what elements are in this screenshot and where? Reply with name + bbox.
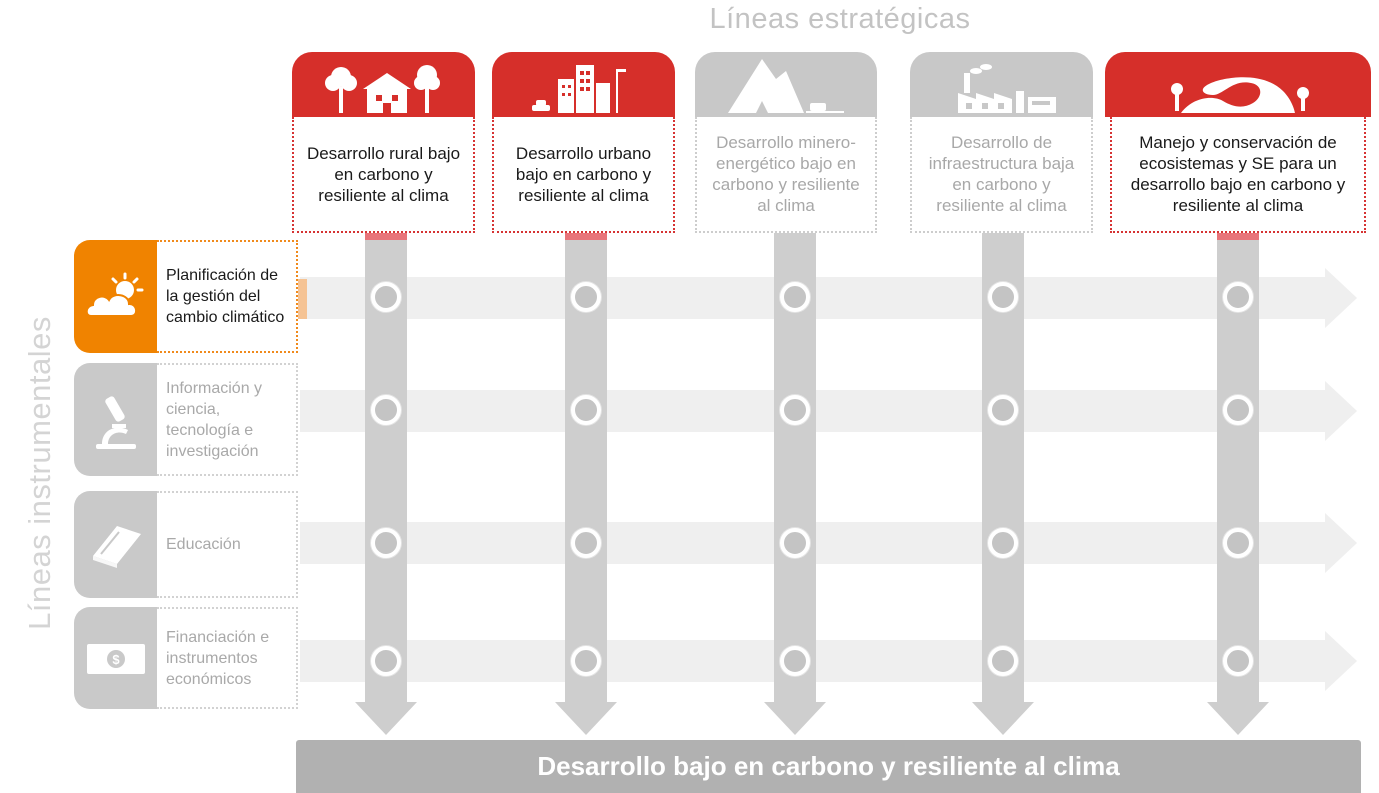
intersection-node-r4-c3	[780, 646, 810, 676]
strategic-card-label-5: Manejo y conservación de ecosistemas y S…	[1130, 133, 1346, 215]
instrumental-row-icon-3	[74, 491, 157, 598]
instrumental-row-label-4: Financiación e instrumentos económicos	[166, 628, 270, 688]
rural-house-trees-icon	[324, 65, 440, 113]
vertical-track-2	[565, 237, 607, 702]
intersection-node-r2-c5	[1223, 395, 1253, 425]
strategic-card-label-1: Desarrollo rural bajo en carbono y resil…	[306, 143, 461, 205]
instrumental-row-label-2: Información y ciencia, tecnología e inve…	[166, 379, 263, 460]
instrumental-row-4[interactable]: Financiación e instrumentos económicos	[157, 607, 298, 709]
vertical-track-cap-5	[1217, 232, 1259, 240]
horizontal-track-arrow-2	[1325, 381, 1357, 441]
intersection-node-r2-c1	[371, 395, 401, 425]
mountain-mine-cart-icon	[728, 59, 844, 113]
strategic-card-header-4	[910, 52, 1093, 117]
intersection-node-r3-c5	[1223, 528, 1253, 558]
strategic-card-2[interactable]: Desarrollo urbano bajo en carbono y resi…	[492, 117, 675, 233]
svg-text:$: $	[112, 652, 120, 667]
strategic-card-header-1	[292, 52, 475, 117]
instrumental-row-1[interactable]: Planificación de la gestión del cambio c…	[157, 240, 298, 353]
instrumental-row-icon-1	[74, 240, 157, 353]
intersection-node-r1-c5	[1223, 282, 1253, 312]
intersection-node-r3-c4	[988, 528, 1018, 558]
outcome-bar: Desarrollo bajo en carbono y resiliente …	[296, 740, 1361, 793]
intersection-node-r4-c4	[988, 646, 1018, 676]
strategic-card-5[interactable]: Manejo y conservación de ecosistemas y S…	[1110, 117, 1366, 233]
city-buildings-car-icon	[531, 65, 626, 113]
book-icon	[92, 525, 141, 568]
strategic-card-label-3: Desarrollo minero-energético bajo en car…	[712, 133, 860, 215]
vertical-track-arrow-2	[555, 702, 617, 735]
vertical-track-arrow-4	[972, 702, 1034, 735]
intersection-node-r1-c1	[371, 282, 401, 312]
strategic-card-1[interactable]: Desarrollo rural bajo en carbono y resil…	[292, 117, 475, 233]
horizontal-track-arrow-4	[1325, 631, 1357, 691]
instrumental-row-label-1: Planificación de la gestión del cambio c…	[166, 267, 285, 326]
intersection-node-r2-c2	[571, 395, 601, 425]
intersection-node-r2-c3	[780, 395, 810, 425]
intersection-node-r4-c5	[1223, 646, 1253, 676]
intersection-node-r1-c2	[571, 282, 601, 312]
banknote-icon: $	[86, 644, 145, 674]
instrumental-row-3[interactable]: Educación	[157, 491, 298, 598]
intersection-node-r2-c4	[988, 395, 1018, 425]
strategic-card-4[interactable]: Desarrollo de infraestructura baja en ca…	[910, 117, 1093, 233]
strategic-card-label-4: Desarrollo de infraestructura baja en ca…	[928, 133, 1075, 215]
river-landscape-icon	[1171, 77, 1309, 113]
strategic-card-3[interactable]: Desarrollo minero-energético bajo en car…	[695, 117, 877, 233]
horizontal-track-arrow-1	[1325, 268, 1357, 328]
strategic-card-label-2: Desarrollo urbano bajo en carbono y resi…	[515, 143, 652, 205]
vertical-track-4	[982, 237, 1024, 702]
outcome-bar-label: Desarrollo bajo en carbono y resiliente …	[537, 751, 1120, 781]
intersection-node-r3-c3	[780, 528, 810, 558]
vertical-track-cap-2	[565, 232, 607, 240]
intersection-node-r4-c2	[571, 646, 601, 676]
strategic-card-header-2	[492, 52, 675, 117]
strategic-lines-title: Líneas estratégicas	[709, 3, 971, 35]
vertical-track-arrow-1	[355, 702, 417, 735]
strategic-card-header-3	[695, 52, 877, 117]
vertical-track-1	[365, 237, 407, 702]
factory-infrastructure-icon	[957, 64, 1056, 113]
instrumental-lines-title: Líneas instrumentales	[22, 316, 57, 630]
microscope-icon	[95, 395, 136, 449]
instrumental-row-2[interactable]: Información y ciencia, tecnología e inve…	[157, 363, 298, 476]
strategic-card-header-5	[1105, 52, 1371, 117]
vertical-track-arrow-5	[1207, 702, 1269, 735]
intersection-node-r3-c1	[371, 528, 401, 558]
intersection-node-r3-c2	[571, 528, 601, 558]
intersection-node-r1-c3	[780, 282, 810, 312]
instrumental-row-icon-2	[74, 363, 157, 476]
vertical-track-5	[1217, 237, 1259, 702]
vertical-track-cap-1	[365, 232, 407, 240]
instrumental-row-connector-1	[298, 279, 307, 319]
vertical-track-3	[774, 237, 816, 702]
vertical-track-cap-3	[774, 232, 816, 240]
vertical-track-arrow-3	[764, 702, 826, 735]
instrumental-row-label-3: Educación	[166, 536, 241, 553]
horizontal-track-arrow-3	[1325, 513, 1357, 573]
intersection-node-r4-c1	[371, 646, 401, 676]
vertical-track-cap-4	[982, 232, 1024, 240]
sun-cloud-icon	[85, 272, 143, 317]
intersection-node-r1-c4	[988, 282, 1018, 312]
instrumental-row-icon-4: $	[74, 607, 157, 709]
